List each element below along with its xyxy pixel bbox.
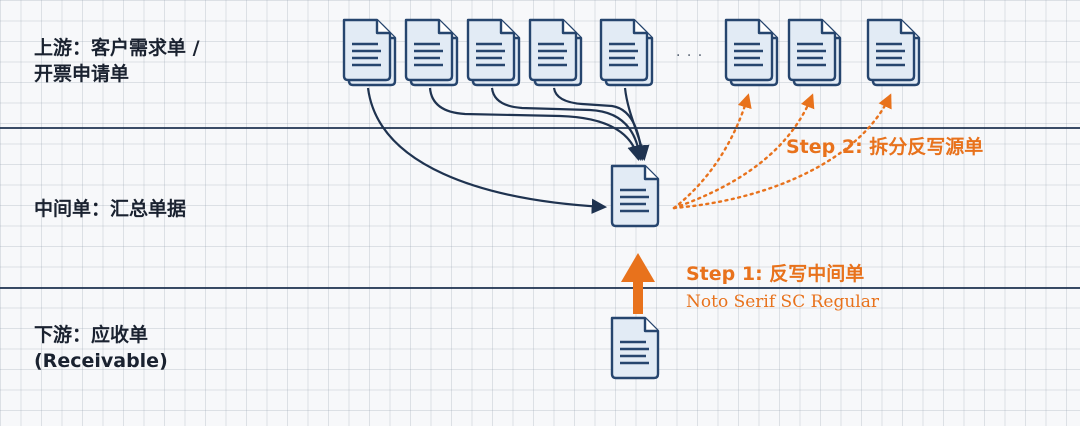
flow-arrow xyxy=(552,87,649,162)
upstream-document-icon xyxy=(344,20,395,85)
middle-label: 中间单：汇总单据 xyxy=(34,198,187,220)
downstream-document-icon xyxy=(610,316,660,380)
upstream-document-icon xyxy=(789,20,840,85)
ellipsis: · · · xyxy=(676,48,704,64)
flow-arrow xyxy=(428,87,643,161)
middle-document-icon xyxy=(610,164,660,228)
step-1-label: Step 1: 反写中间单 xyxy=(686,263,865,285)
write-back-arrow xyxy=(672,93,892,210)
step-2-label: Step 2: 拆分反写源单 xyxy=(786,136,984,158)
upward-arrow-icon xyxy=(621,253,655,314)
downstream-label-line2: (Receivable) xyxy=(34,349,168,372)
write-back-arrow xyxy=(672,93,752,210)
upstream-document-icon xyxy=(406,20,457,85)
upstream-document-icon xyxy=(726,20,777,85)
upstream-label-line1: 上游：客户需求单 / xyxy=(34,37,200,59)
flow-arrow xyxy=(490,87,647,162)
upstream-label-line2: 开票申请单 xyxy=(34,62,130,85)
upstream-document-icon xyxy=(468,20,519,85)
write-back-arrow xyxy=(672,93,815,210)
upstream-document-icon xyxy=(530,20,581,85)
upstream-label: 上游：客户需求单 / 开票申请单 xyxy=(34,36,200,87)
downstream-label-line1: 下游：应收单 xyxy=(34,324,149,346)
flow-arrow xyxy=(366,87,608,214)
font-caption: Noto Serif SC Regular xyxy=(686,292,879,312)
downstream-label: 下游：应收单 (Receivable) xyxy=(34,323,168,374)
flow-arrow xyxy=(623,87,650,162)
upstream-document-icon xyxy=(868,20,919,85)
upstream-document-icon xyxy=(601,20,652,85)
